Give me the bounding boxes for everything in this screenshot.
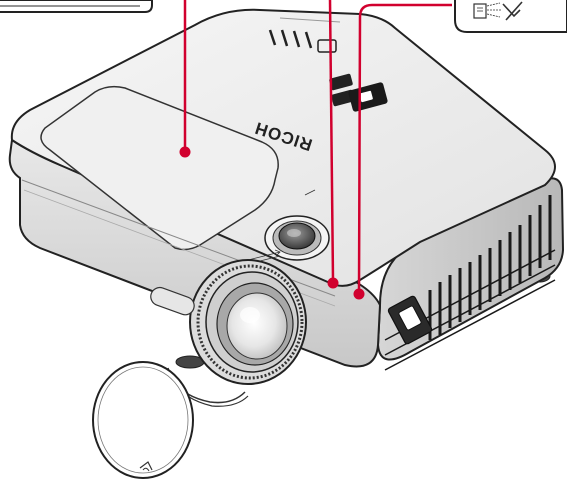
projector-body: RICOH [8, 8, 565, 385]
side-connector [387, 295, 433, 345]
zoom-dial [264, 215, 330, 261]
lens-cap [92, 361, 249, 479]
callout-leaders [179, 0, 452, 291]
front-slot [150, 286, 195, 316]
control-buttons [329, 73, 388, 112]
front-ir-sensor-marker [327, 277, 339, 289]
remote-signal-icon [473, 1, 523, 21]
inset-frame-top-right [454, 0, 567, 33]
marker-lamp-cover [179, 146, 191, 158]
top-vents [268, 29, 337, 53]
side-vents [428, 195, 552, 340]
inset-frame-top-left [0, 0, 153, 13]
front-sensor-marker [353, 288, 365, 300]
leader-front-ir-sensor [328, 0, 335, 281]
leader-front-sensor [357, 3, 452, 291]
projection-lens [189, 259, 307, 385]
